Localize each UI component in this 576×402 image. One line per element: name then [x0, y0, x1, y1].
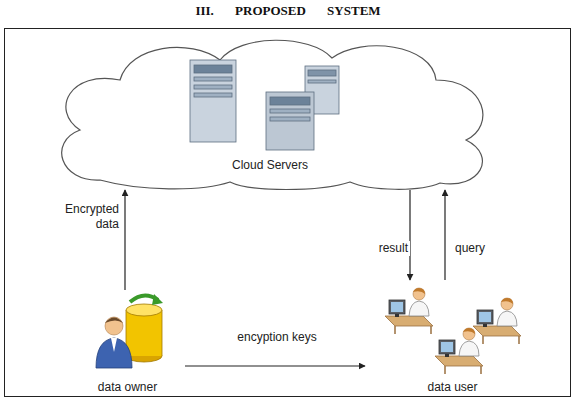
data-user-node: data user: [365, 280, 540, 396]
arrow-connector: [124, 190, 125, 290]
edge-label: query: [453, 241, 501, 256]
arrow-connector: [409, 190, 410, 280]
data-owner-node: data owner: [70, 290, 185, 396]
node-label: data owner: [96, 380, 159, 394]
user-illustration: [365, 280, 540, 396]
arrow-connector: [444, 190, 445, 280]
title: III. PROPOSED SYSTEM: [0, 3, 576, 19]
cloud-node: Cloud Servers: [40, 30, 500, 190]
edge-label: result: [362, 241, 410, 256]
arrow-connector: [185, 365, 365, 366]
node-label: data user: [425, 380, 479, 394]
edge-label: encyption keys: [233, 330, 321, 345]
cloud-label: Cloud Servers: [230, 158, 310, 172]
edge-label: Encrypted data: [47, 202, 121, 232]
